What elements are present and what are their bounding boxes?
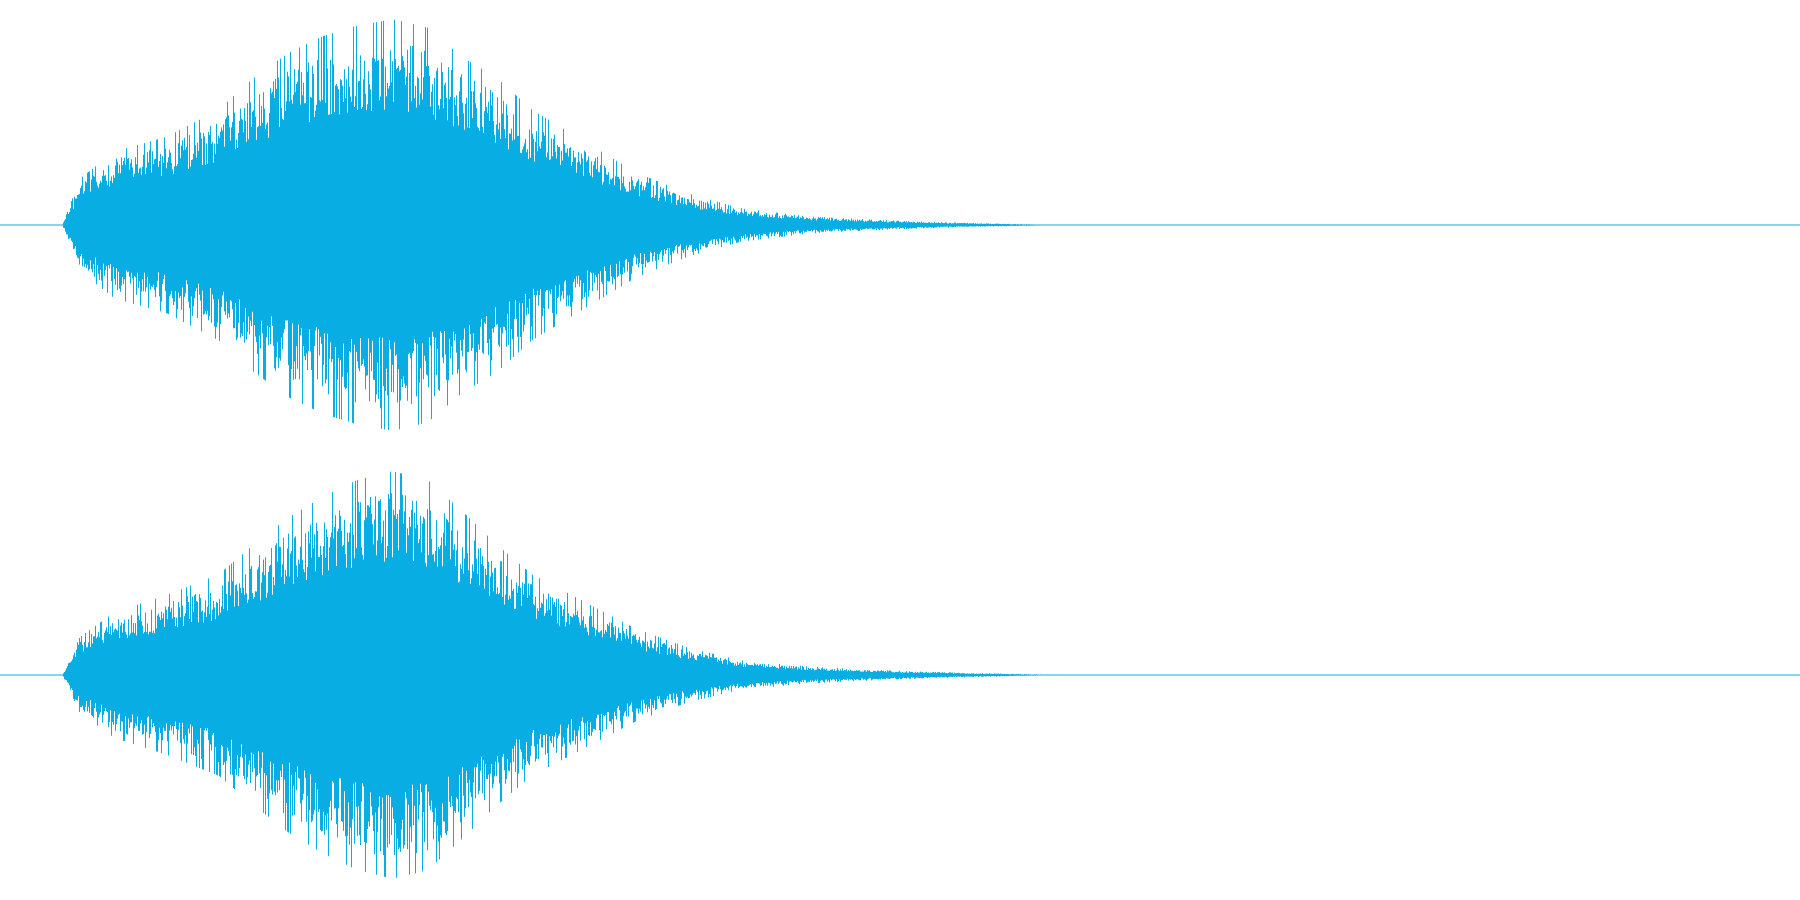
channel-2-signal-core [62,583,1061,767]
channel-2 [0,450,1800,900]
channel-1-waveform [0,19,1800,430]
channel-1 [0,19,1800,430]
channel-1-signal-core [62,132,1061,318]
channel-2-waveform [0,471,1800,878]
